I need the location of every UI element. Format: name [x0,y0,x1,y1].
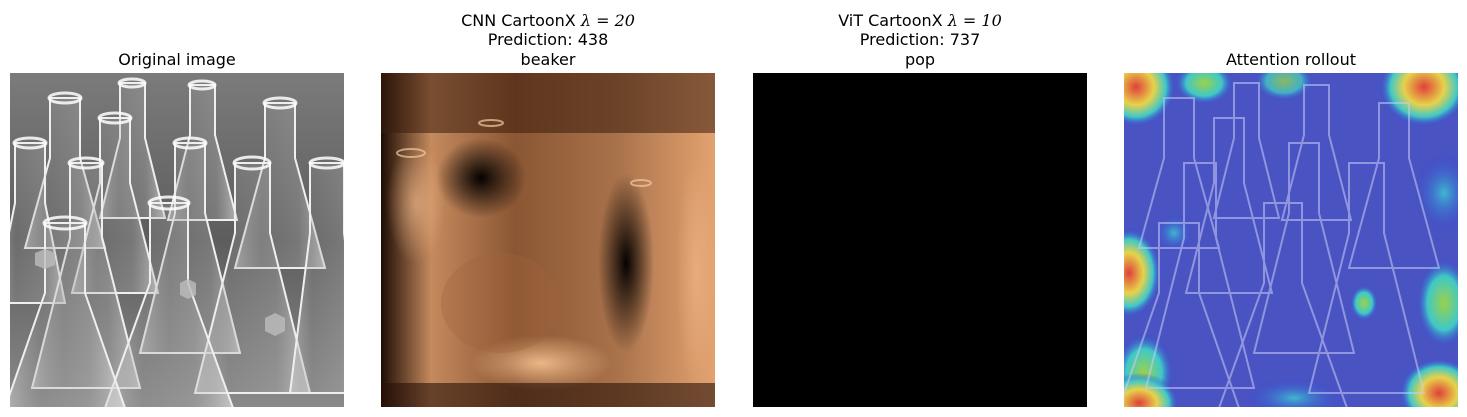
beaker-photo-grayscale [10,73,344,407]
attention-rollout-heatmap [1124,73,1458,407]
panel-title: CNN CartoonX λ = 20 Prediction: 438 beak… [381,11,715,70]
title-line: ViT CartoonX λ = 10 [753,11,1087,31]
copper-explanation-map [381,73,715,407]
title-line: CNN CartoonX λ = 20 [381,11,715,31]
model-name: ViT CartoonX [838,10,943,30]
model-name: CNN CartoonX [461,10,576,30]
cnn-cartoonx-explanation [381,73,715,407]
panel-title: ViT CartoonX λ = 10 Prediction: 737 pop [753,11,1087,70]
original-image [10,73,344,407]
panel-vit-cartoonx: ViT CartoonX λ = 10 Prediction: 737 pop [753,0,1087,417]
title-line: Attention rollout [1225,49,1357,69]
panel-title: Original image [10,50,344,70]
title-line: Original image [118,49,236,69]
vit-cartoonx-explanation [753,73,1087,407]
prediction-text: Prediction: 737 [859,30,981,49]
prediction-text: Prediction: 438 [487,30,609,49]
panel-cnn-cartoonx: CNN CartoonX λ = 20 Prediction: 438 beak… [381,0,715,417]
lambda-value: λ = 20 [580,10,635,30]
panel-title: Attention rollout [1124,50,1458,70]
class-label: beaker [520,49,576,69]
class-label: pop [904,49,936,69]
panel-attention-rollout: Attention rollout [1124,0,1458,417]
panel-original-image: Original image [10,0,344,417]
lambda-value: λ = 10 [947,10,1002,30]
rollout-overlay [1124,73,1458,407]
